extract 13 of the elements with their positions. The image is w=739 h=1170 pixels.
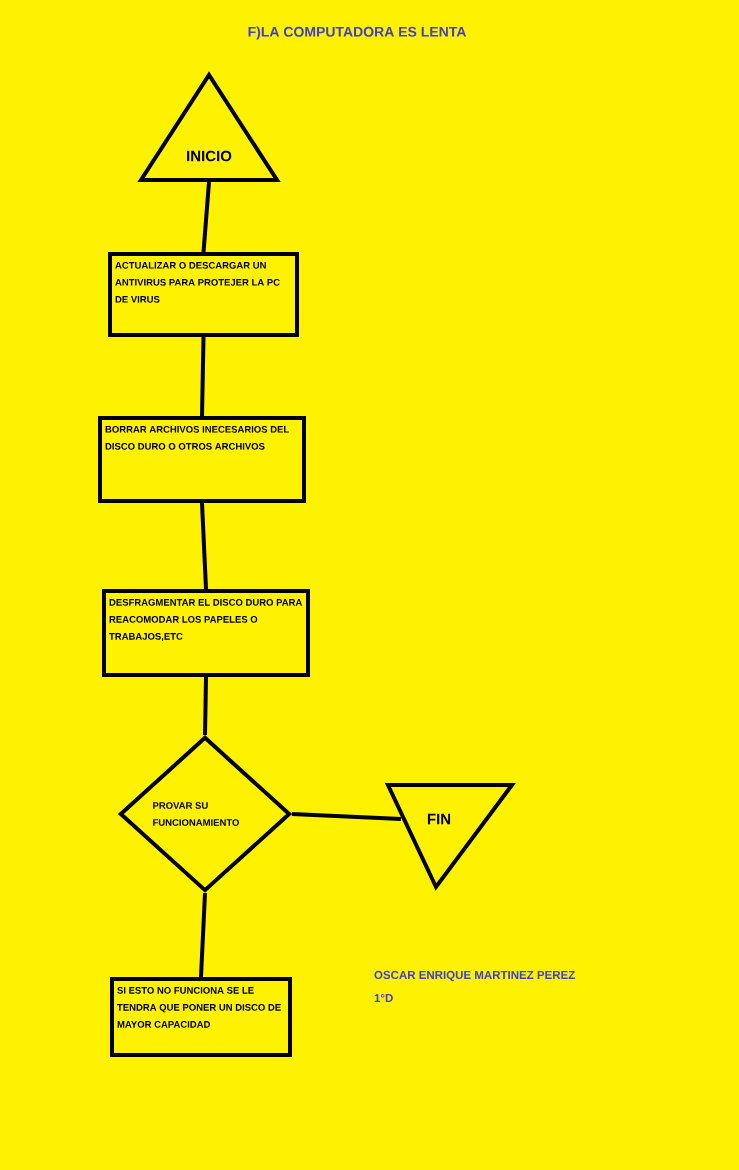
connector-line: [200, 502, 208, 590]
connector-line: [201, 181, 211, 253]
connector-line: [199, 892, 207, 978]
author-text: 1°D: [374, 994, 393, 1002]
connector-line: [291, 812, 402, 821]
process-box: SI ESTO NO FUNCIONA SE LE TENDRA QUE PONER UN DISCO DE MAYOR CAPACIDAD: [110, 977, 292, 1057]
author-text: OSCAR ENRIQUE MARTINEZ PEREZ: [374, 970, 575, 982]
process-box: DESFRAGMENTAR EL DISCO DURO PARA REACOMODAR LOS PAPELES O TRABAJOS,ETC: [102, 589, 310, 677]
title: F)LA COMPUTADORA ES LENTA: [248, 26, 467, 40]
process-box: BORRAR ARCHIVOS INECESARIOS DEL DISCO DURO O OTROS ARCHIVOS: [98, 416, 306, 503]
connector-line: [203, 676, 208, 736]
process-box: ACTUALIZAR O DESCARGAR UN ANTIVIRUS PARA PROTEJER LA PC DE VIRUS: [108, 252, 299, 337]
connector-line: [200, 336, 206, 417]
